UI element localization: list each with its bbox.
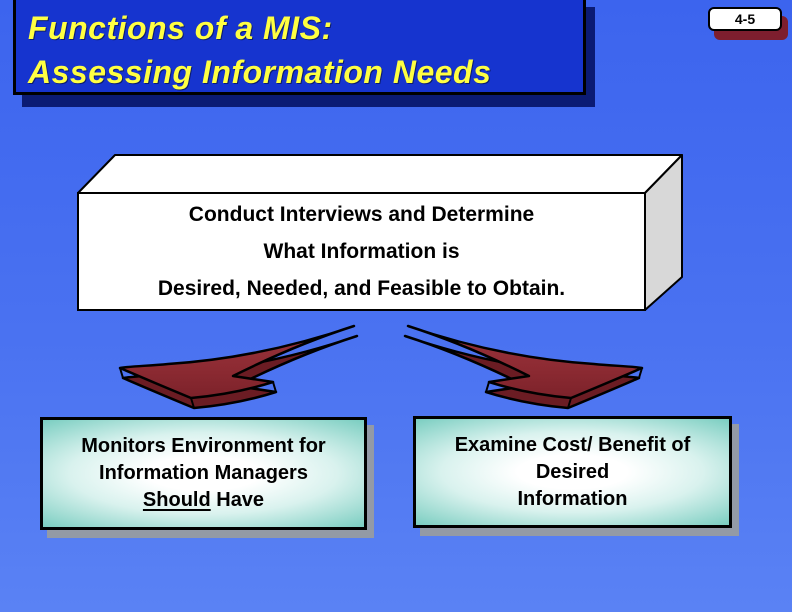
curved-arrow-down-right-icon <box>403 324 644 410</box>
left-box-underlined-word: Should <box>142 489 211 511</box>
monitors-environment-box: Monitors Environment for Information Man… <box>40 417 367 530</box>
page-number-text: 4-5 <box>734 11 756 27</box>
slide-title-box: Functions of a MIS: Assessing Informatio… <box>13 0 586 95</box>
left-arrow-crease-3 <box>272 381 277 393</box>
left-arrow-top-face <box>118 324 356 400</box>
left-box-line-3-rest: Have <box>210 489 265 511</box>
cube-top-face <box>77 154 683 194</box>
curved-arrow-down-left-icon <box>118 324 359 410</box>
left-arrow-crease-2 <box>190 397 195 409</box>
right-box-line-2: Desired <box>535 460 610 483</box>
right-box-line-3: Information <box>517 487 628 510</box>
right-arrow-top-face <box>406 324 644 400</box>
cube-text-line-3: Desired, Needed, and Feasible to Obtain. <box>157 277 566 300</box>
slide-title-line-1: Functions of a MIS: <box>28 10 333 46</box>
left-box-line-3: Should Have <box>143 487 264 514</box>
left-arrow-extrusion <box>121 334 359 410</box>
examine-cost-benefit-box: Examine Cost/ Benefit of Desired Informa… <box>413 416 732 528</box>
right-arrow-crease-1 <box>638 367 643 379</box>
right-arrow-crease-2 <box>567 397 572 409</box>
right-arrow-extrusion <box>403 334 641 410</box>
slide-title-line-2: Assessing Information Needs <box>28 54 492 90</box>
left-box-line-2: Information Managers <box>99 462 308 484</box>
cube-text-block: Conduct Interviews and Determine What In… <box>78 195 645 308</box>
cube-right-face <box>644 154 683 311</box>
cube-text-line-1: Conduct Interviews and Determine <box>188 203 535 226</box>
page-number-badge: 4-5 <box>708 7 782 31</box>
right-box-line-1: Examine Cost/ Benefit of <box>454 433 691 456</box>
left-box-line-1: Monitors Environment for <box>81 435 326 457</box>
left-arrow-crease-1 <box>119 367 124 379</box>
cube-text-line-2: What Information is <box>263 240 460 263</box>
right-arrow-crease-3 <box>485 381 490 393</box>
